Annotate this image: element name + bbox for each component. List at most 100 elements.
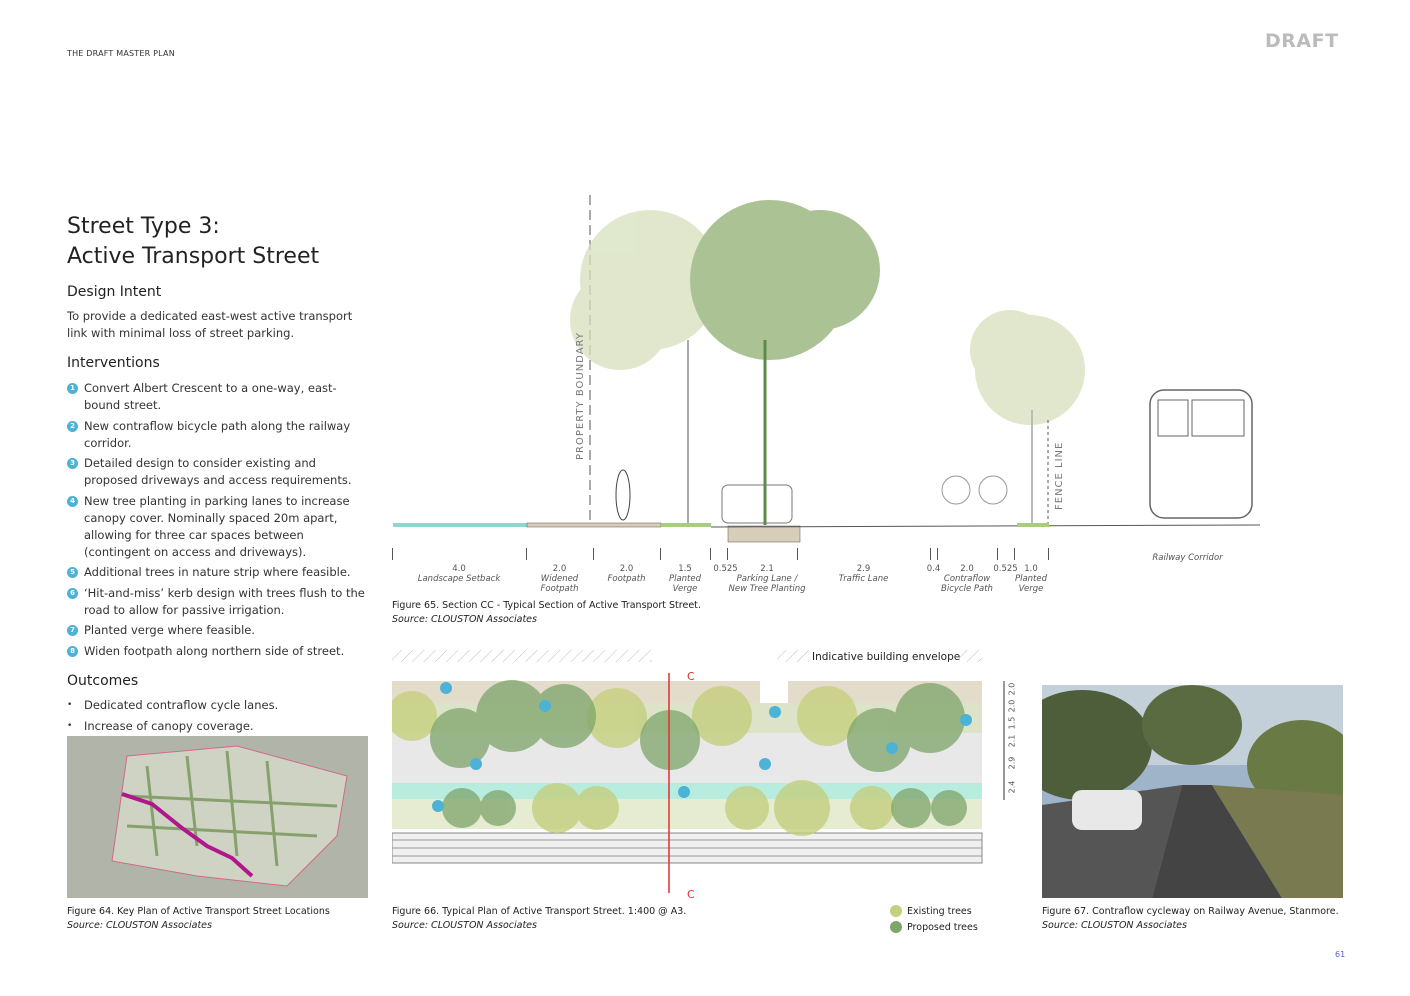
cycleway-photo (1042, 685, 1343, 898)
railway-corridor-label: Railway Corridor (1140, 553, 1235, 563)
proposed-tree-swatch-icon (890, 921, 902, 933)
outcome-text: Increase of canopy coverage. (84, 718, 254, 733)
interventions-list: 1 Convert Albert Crescent to a one-way, e… (67, 380, 372, 663)
dimension-value: 0.4 (926, 564, 941, 574)
side-dimension-label: 2.0 (1007, 699, 1017, 713)
dimension-value: 2.1 (760, 564, 774, 574)
legend-proposed-trees: Proposed trees (890, 921, 978, 933)
number-badge-icon: 4 (67, 495, 78, 507)
key-plan-map (67, 736, 368, 898)
intervention-text: Detailed design to consider existing and… (84, 456, 352, 487)
figure-66-caption: Figure 66. Typical Plan of Active Transp… (392, 905, 686, 933)
dimension-name-2: New Tree Planting (728, 584, 806, 594)
street-section-drawing: PROPERTY BOUNDARY FENCE LINE (393, 195, 1261, 543)
dimension-name: Planted (1014, 574, 1048, 584)
caption-text: Figure 64. Key Plan of Active Transport … (67, 906, 330, 917)
property-boundary-label: PROPERTY BOUNDARY (575, 332, 586, 460)
dimension-name: Planted (668, 574, 702, 584)
dimension-name: Parking Lane / (736, 574, 798, 584)
dimension-value: 1.0 (1024, 564, 1038, 574)
intervention-text: Convert Albert Crescent to a one-way, ea… (84, 381, 337, 412)
intervention-text: New contraflow bicycle path along the ra… (84, 418, 351, 450)
intervention-item: 2 New contraflow bicycle path along the r… (67, 418, 372, 452)
legend-label: Existing trees (907, 905, 972, 917)
intervention-item: 1 Convert Albert Crescent to a one-way, e… (67, 380, 372, 414)
dimension-label: 0.525 (961, 564, 1051, 574)
intervention-text: New tree planting in parking lanes to in… (84, 493, 350, 559)
dimension-label: 0.4 (889, 564, 979, 574)
dimension-value: 2.0 (960, 564, 974, 574)
side-dimension-label: 2.0 (1007, 682, 1017, 696)
dimension-name: Footpath (607, 574, 646, 584)
intervention-item: 7 Planted verge where feasible. (67, 622, 372, 639)
caption-text: Figure 66. Typical Plan of Active Transp… (392, 906, 687, 917)
design-intent-heading: Design Intent (67, 284, 162, 300)
intervention-text: Additional trees in nature strip where f… (84, 565, 351, 579)
dimension-value: 0.525 (713, 564, 738, 574)
dimension-value: 1.5 (678, 564, 692, 574)
outcome-item: •Dedicated contraflow cycle lanes. (67, 698, 279, 712)
dimension-name: Contraflow (943, 574, 991, 584)
design-intent-text: To provide a dedicated east-west active … (67, 309, 353, 340)
dimension-value: 2.0 (619, 564, 634, 574)
section-marker-bottom: C (687, 888, 695, 898)
intervention-text: ‘Hit-and-miss’ kerb design with trees fl… (84, 585, 365, 617)
side-dimension-label: 2.1 (1007, 734, 1017, 748)
title-line-2: Active Transport Street (67, 244, 320, 269)
route-line (121, 792, 254, 878)
street-plan-drawing: Indicative building envelope C C (392, 650, 1005, 898)
section-marker-top: C (687, 670, 695, 683)
dimension-label: 0.525 (681, 564, 771, 574)
dimension-ticks (392, 548, 1049, 560)
dimension-name-2: Bicycle Path (941, 584, 993, 594)
caption-text: Figure 67. Contraflow cycleway on Railwa… (1042, 906, 1339, 917)
caption-source: Source: CLOUSTON Associates (392, 614, 537, 625)
building-envelope-label: Indicative building envelope (812, 651, 960, 663)
dimension-value: 2.9 (856, 564, 871, 574)
intervention-item: 6 ‘Hit-and-miss’ kerb design with trees f… (67, 585, 372, 619)
number-badge-icon: 2 (67, 420, 78, 432)
plan-side-dimensions: 2.0 2.0 1.5 2.1 2.9 2.4 (1007, 680, 1024, 800)
caption-text: Figure 65. Section CC - Typical Section … (392, 600, 701, 611)
label-text: Railway Corridor (1152, 553, 1223, 563)
figure-65-caption: Figure 65. Section CC - Typical Section … (392, 599, 701, 627)
outcomes-heading: Outcomes (67, 673, 139, 689)
number-badge-icon: 7 (67, 625, 78, 636)
title-line-1: Street Type 3: (67, 214, 220, 239)
side-dimension-label: 2.4 (1007, 780, 1017, 794)
dimension-name-2: Footpath (540, 584, 579, 594)
side-dimension-label: 2.9 (1007, 756, 1017, 770)
side-dimension-label: 1.5 (1007, 716, 1017, 730)
number-badge-icon: 5 (67, 567, 78, 578)
intervention-text: Planted verge where feasible. (84, 623, 256, 637)
number-badge-icon: 1 (67, 383, 78, 394)
caption-source: Source: CLOUSTON Associates (392, 920, 537, 931)
number-badge-icon: 8 (67, 645, 78, 657)
figure-67-caption: Figure 67. Contraflow cycleway on Railwa… (1042, 905, 1339, 933)
outcomes-list: •Dedicated contraflow cycle lanes. •Incr… (67, 697, 372, 738)
legend-existing-trees: Existing trees (890, 905, 972, 917)
dimension-name-2: Verge (672, 584, 698, 594)
legend-label: Proposed trees (907, 921, 978, 933)
outcome-text: Dedicated contraflow cycle lanes. (84, 698, 279, 712)
intervention-item: 4 New tree planting in parking lanes to i… (67, 493, 372, 561)
intervention-item: 5 Additional trees in nature strip where … (67, 564, 372, 581)
number-badge-icon: 6 (67, 587, 78, 599)
caption-source: Source: CLOUSTON Associates (1042, 920, 1187, 931)
interventions-heading: Interventions (67, 355, 160, 371)
page-title: Street Type 3: Active Transport Street (67, 212, 319, 272)
existing-tree-swatch-icon (890, 905, 902, 917)
dimension-name: Landscape Setback (417, 574, 501, 584)
figure-64-caption: Figure 64. Key Plan of Active Transport … (67, 905, 330, 933)
